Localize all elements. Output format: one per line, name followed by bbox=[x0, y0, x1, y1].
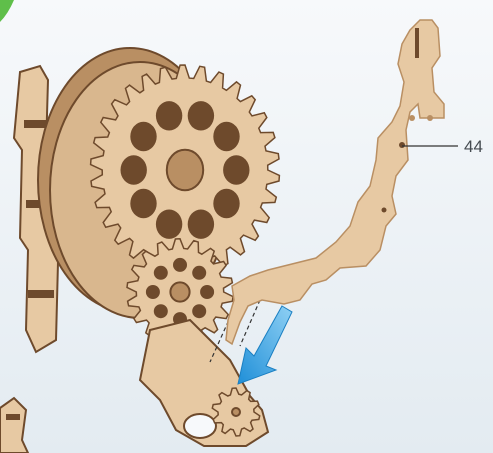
gear-spoke-hole bbox=[223, 155, 249, 184]
gear-spoke-hole bbox=[156, 101, 182, 130]
gear-spoke-hole bbox=[173, 258, 187, 272]
gear-spoke-hole bbox=[188, 210, 214, 239]
gear-spoke-hole bbox=[192, 304, 206, 318]
gear-hub bbox=[167, 150, 203, 190]
part-number-label: 44 bbox=[464, 138, 483, 155]
gear-spoke-hole bbox=[130, 189, 156, 218]
gear-spoke-hole bbox=[192, 266, 206, 280]
gear-hub bbox=[170, 282, 189, 301]
gear-spoke-hole bbox=[154, 266, 168, 280]
gear-spoke-hole bbox=[200, 285, 214, 299]
gear-spoke-hole bbox=[121, 155, 147, 184]
gear-hub bbox=[232, 408, 240, 416]
gear-spoke-hole bbox=[213, 122, 239, 151]
gear-spoke-hole bbox=[188, 101, 214, 130]
gear-spoke-hole bbox=[146, 285, 160, 299]
gear-spoke-hole bbox=[213, 189, 239, 218]
gear-spoke-hole bbox=[156, 210, 182, 239]
gear-spoke-hole bbox=[130, 122, 156, 151]
gear-spoke-hole bbox=[154, 304, 168, 318]
